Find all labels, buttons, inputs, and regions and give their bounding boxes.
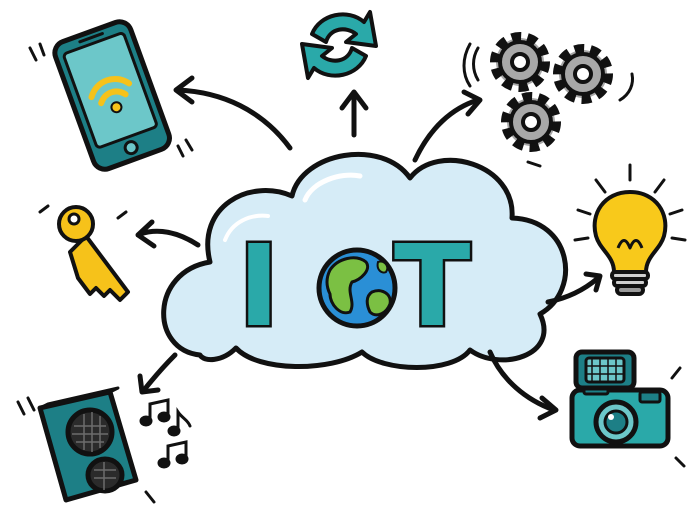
arrow-to-phone bbox=[175, 87, 293, 151]
arrow-to-gears bbox=[412, 97, 481, 163]
camera-motion-lines bbox=[670, 366, 686, 468]
arrow-to-camera bbox=[487, 349, 557, 413]
arrow-to-key bbox=[137, 228, 201, 248]
key-motion-lines bbox=[38, 204, 128, 220]
phone-motion-lines bbox=[28, 42, 194, 158]
key-icon bbox=[57, 205, 130, 302]
light-bulb-icon bbox=[592, 190, 668, 296]
letter-i: I bbox=[238, 222, 280, 352]
gears-icon bbox=[490, 32, 613, 152]
smartphone-wifi-icon bbox=[52, 19, 172, 172]
gear-right bbox=[553, 44, 613, 104]
camera-icon bbox=[569, 349, 671, 449]
arrow-to-bulb bbox=[545, 275, 601, 305]
letter-t: T bbox=[394, 222, 470, 352]
speaker-icon bbox=[37, 386, 139, 503]
speaker-motion-lines bbox=[16, 396, 156, 504]
globe-icon bbox=[316, 247, 398, 329]
gear-bottom bbox=[501, 92, 561, 152]
gear-motion-lines bbox=[462, 42, 634, 168]
wifi-symbol bbox=[88, 76, 133, 107]
arrows bbox=[135, 75, 603, 421]
iot-title: I T bbox=[236, 220, 473, 355]
gear-large bbox=[490, 32, 550, 92]
music-notes-icon bbox=[139, 398, 192, 469]
bulb-rays bbox=[573, 163, 687, 242]
refresh-arrows-icon bbox=[300, 10, 378, 80]
arrow-to-speaker bbox=[141, 352, 178, 393]
